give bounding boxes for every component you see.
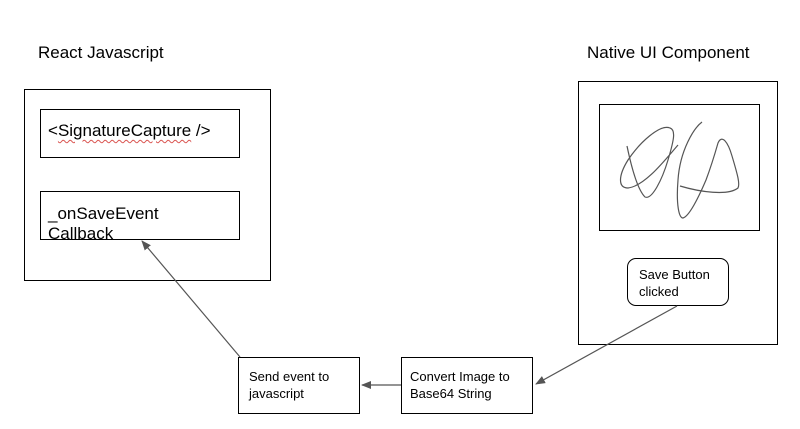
save-button-line-1: Save Button: [639, 267, 710, 282]
arrow-send-to-callback: [141, 240, 241, 358]
tag-open: <: [48, 121, 58, 140]
save-button-box: Save Button clicked: [627, 258, 729, 306]
signature-capture-box: <SignatureCapture />: [40, 109, 240, 158]
tag-close: />: [191, 121, 211, 140]
signature-stroke-2: [676, 121, 740, 219]
save-button-line-2: clicked: [639, 284, 679, 299]
native-section-title: Native UI Component: [587, 43, 750, 62]
send-event-line-2: javascript: [249, 386, 304, 401]
react-section-title: React Javascript: [38, 43, 164, 62]
convert-line-1: Convert Image to: [410, 369, 510, 384]
arrow-save-to-convert: [535, 305, 678, 385]
signature-pad: [599, 104, 760, 231]
callback-box: _onSaveEvent Callback: [40, 191, 240, 243]
send-event-line-1: Send event to: [249, 369, 330, 384]
component-name: SignatureCapture: [57, 121, 192, 140]
signature-capture-label: <SignatureCapture />: [48, 121, 211, 141]
callback-line-2: Callback: [48, 224, 114, 243]
convert-line-2: Base64 String: [410, 386, 492, 401]
send-event-box: Send event to javascript: [238, 357, 360, 414]
callback-line-1: _onSaveEvent: [48, 204, 159, 223]
signature-stroke-1: [619, 126, 679, 198]
convert-image-box: Convert Image to Base64 String: [401, 357, 533, 414]
